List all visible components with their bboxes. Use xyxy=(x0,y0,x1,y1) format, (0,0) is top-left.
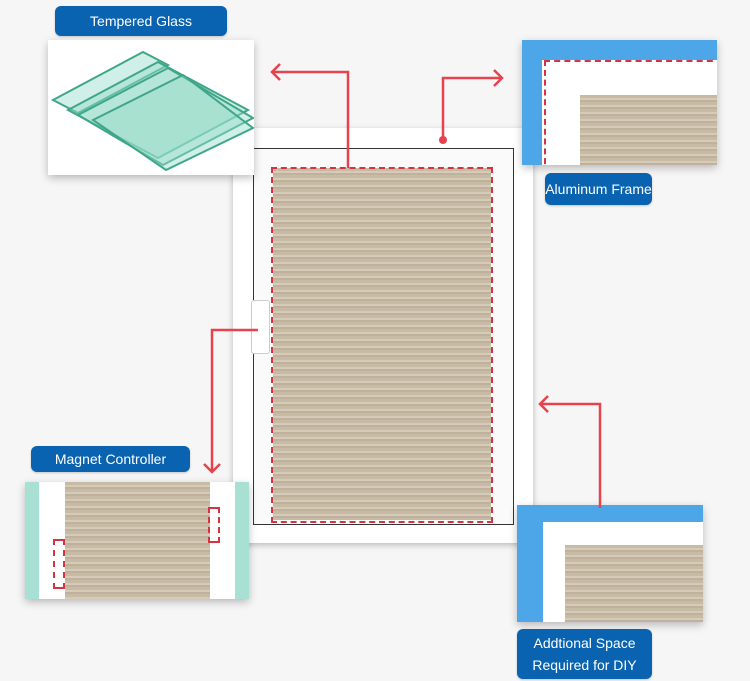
arrow-magnet-controller xyxy=(210,328,258,472)
additional-space-image xyxy=(517,505,703,622)
glass-outline xyxy=(271,167,493,523)
arrow-additional-space xyxy=(540,402,602,508)
additional-space-line2: Required for DIY xyxy=(532,657,637,673)
glass-panes-icon xyxy=(50,50,254,172)
arrow-aluminum-frame xyxy=(441,76,502,140)
magnet-controller-image xyxy=(25,482,249,599)
cellular-shade xyxy=(273,168,491,520)
aluminum-frame-image xyxy=(522,40,717,165)
magnet-controller-label: Magnet Controller xyxy=(31,446,190,472)
arrow-tempered-glass xyxy=(272,70,350,168)
magnet-handle xyxy=(251,300,270,354)
additional-space-label: Addtional Space Required for DIY xyxy=(517,629,652,679)
aluminum-frame-label: Aluminum Frame xyxy=(545,173,652,205)
tempered-glass-image xyxy=(48,40,254,175)
tempered-glass-label: Tempered Glass xyxy=(55,6,227,36)
additional-space-line1: Addtional Space xyxy=(533,635,636,651)
